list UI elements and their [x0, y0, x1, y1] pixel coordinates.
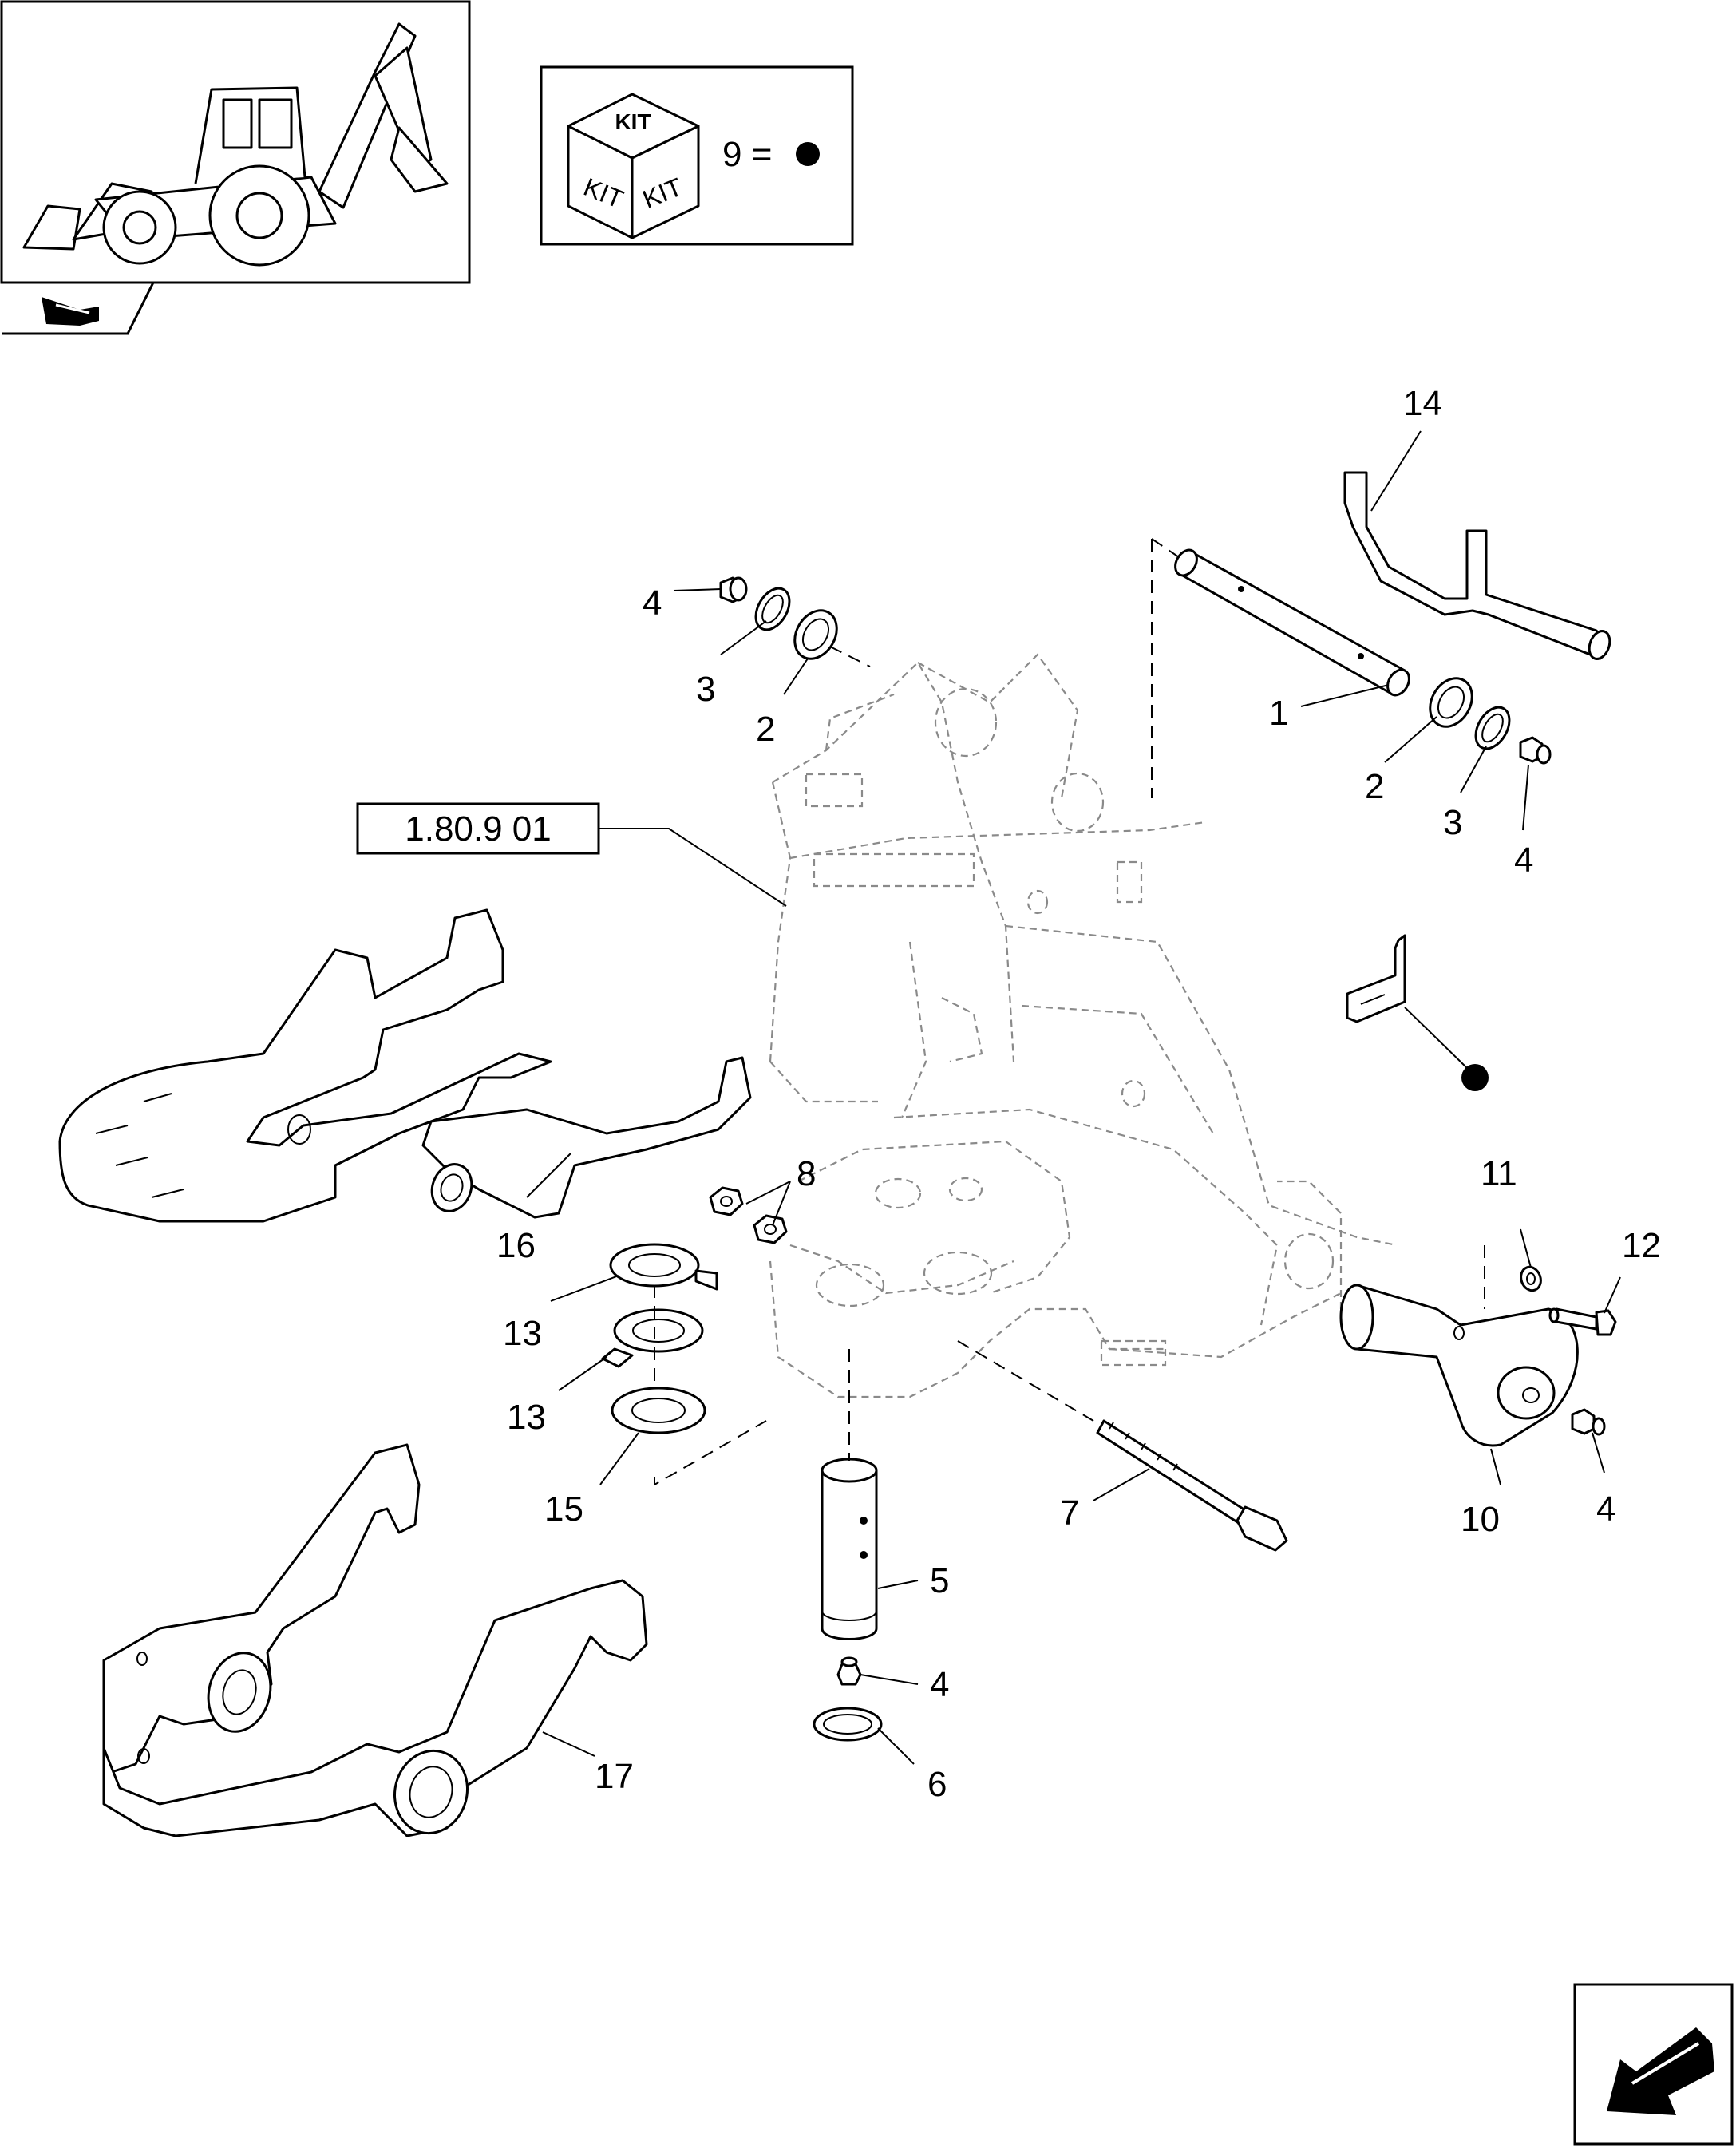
callout-10: 10: [1461, 1500, 1500, 1539]
grease-fitting-right: [1571, 1408, 1606, 1436]
upper-left-hardware: [719, 576, 871, 667]
washer-upper-left: [793, 609, 838, 660]
plate-arm-16: [58, 908, 752, 1223]
reference-box-label: 1.80.9 01: [405, 809, 552, 849]
callout-13: 13: [503, 1314, 542, 1353]
callout-5: 5: [930, 1561, 949, 1600]
thrust-washer-13a: [609, 1243, 718, 1291]
callout-6: 6: [927, 1765, 947, 1804]
swing-arm-17: [102, 1443, 648, 1837]
grease-fitting-lower: [836, 1656, 862, 1686]
pin-5: [821, 1349, 878, 1640]
callout-12: 12: [1622, 1226, 1661, 1265]
machine-thumbnail: [0, 0, 471, 284]
callout-leaders: [526, 430, 1621, 1765]
washer-upper-right: [1429, 677, 1473, 728]
bolt-7: [957, 1340, 1288, 1552]
next-page-button[interactable]: [1573, 1983, 1734, 2146]
callout-4: 4: [643, 583, 662, 623]
callout-4: 4: [1514, 841, 1533, 880]
callout-11: 11: [1481, 1154, 1517, 1193]
previous-page-arrow-icon: [42, 297, 99, 326]
callout-15: 15: [544, 1489, 583, 1529]
callout-16: 16: [496, 1226, 536, 1265]
nuts-8: [709, 1186, 788, 1244]
kit-legend: KIT KIT KIT 9 =: [540, 65, 854, 246]
backhoe-loader-icon: [22, 22, 449, 267]
kit-cube-icon: [567, 93, 700, 239]
callout-2: 2: [1365, 767, 1384, 806]
axis-line-lower: [654, 1285, 767, 1486]
next-page-arrow-icon: [1607, 2027, 1714, 2115]
callout-17: 17: [595, 1757, 634, 1796]
callout-7: 7: [1060, 1493, 1079, 1533]
filled-dot-icon: [796, 142, 820, 166]
callout-3: 3: [696, 670, 715, 709]
filled-dot-icon: [1461, 1064, 1489, 1091]
callout-4: 4: [930, 1665, 949, 1704]
callout-4: 4: [1596, 1489, 1615, 1529]
circlip-upper-right: [1474, 706, 1511, 750]
callout-8: 8: [797, 1154, 816, 1193]
swing-frame-phantom: [769, 653, 1398, 1398]
reference-box[interactable]: 1.80.9 01: [356, 802, 787, 907]
bracket-kit-part: [1346, 934, 1489, 1091]
tool-14: [1343, 471, 1611, 660]
callout-14: 14: [1403, 384, 1442, 423]
callout-3: 3: [1443, 803, 1462, 842]
grease-fitting-upper-right: [1519, 736, 1552, 765]
washer-11: [1520, 1265, 1542, 1292]
bolt-12: [1548, 1307, 1617, 1336]
pivot-housing-10: [1339, 1245, 1579, 1447]
kit-cube-top-label: KIT: [615, 109, 651, 134]
callout-2: 2: [756, 710, 775, 749]
pivot-pin-1: [1151, 538, 1410, 798]
grease-fitting-upper-left: [719, 576, 748, 603]
callout-1: 1: [1269, 694, 1288, 733]
kit-formula: 9 =: [722, 135, 772, 174]
callout-13: 13: [507, 1398, 546, 1437]
previous-page-button[interactable]: [2, 281, 156, 335]
thrust-washer-13b: [601, 1308, 704, 1368]
callout-numbers: 4 3 2 14 1 2 3 4 8 11 12 16 13 13 15 7 1…: [496, 384, 1661, 1804]
washer-15: [611, 1387, 706, 1434]
circlip-6: [813, 1707, 883, 1742]
